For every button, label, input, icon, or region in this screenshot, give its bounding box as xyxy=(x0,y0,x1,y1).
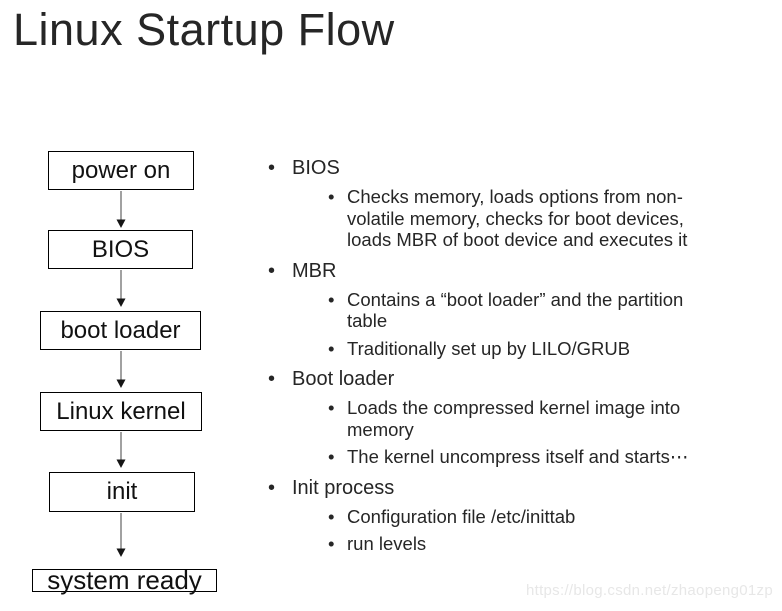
bullet-label: MBR xyxy=(292,259,337,282)
bullet-sub-text: Contains a “boot loader” and the partiti… xyxy=(347,288,684,332)
bullet-item-init-process: • Init process xyxy=(268,475,758,501)
bullet-label: Boot loader xyxy=(292,368,395,390)
flow-node-linux-kernel: Linux kernel xyxy=(40,392,202,431)
bullet-icon: • xyxy=(268,259,276,282)
bullet-sub-item: • run levels xyxy=(328,533,758,555)
bullet-sub-text: Loads the compressed kernel image into m… xyxy=(347,397,681,440)
page-title: Linux Startup Flow xyxy=(13,4,395,55)
bullet-icon: • xyxy=(328,446,335,467)
bullet-icon: • xyxy=(328,337,335,359)
flow-node-system-ready: system ready xyxy=(32,565,217,595)
bullet-icon: • xyxy=(268,368,276,390)
flow-node-init: init xyxy=(49,472,195,512)
bullet-sub-text: Traditionally set up by LILO/GRUB xyxy=(347,337,631,359)
bullet-sub-text: The kernel uncompress itself and starts⋯ xyxy=(347,446,689,467)
bullet-icon: • xyxy=(328,397,335,418)
bullet-sub-item: • Checks memory, loads options from non-… xyxy=(328,186,758,251)
bullet-sub-item: • Loads the compressed kernel image into… xyxy=(328,397,758,440)
bullet-icon: • xyxy=(268,157,276,179)
bullet-sub-item: • Traditionally set up by LILO/GRUB xyxy=(328,338,758,360)
bullet-sub-text: run levels xyxy=(347,533,427,554)
arrow-down-icon xyxy=(116,513,126,557)
arrow-down-icon xyxy=(116,191,126,228)
bullet-item-boot-loader: • Boot loader xyxy=(268,366,758,392)
flow-node-boot-loader: boot loader xyxy=(40,311,201,350)
bullet-sub-item: • Contains a “boot loader” and the parti… xyxy=(328,289,758,332)
bullet-icon: • xyxy=(328,505,335,527)
bullet-icon: • xyxy=(328,533,335,554)
arrow-down-icon xyxy=(116,351,126,388)
bullet-icon: • xyxy=(268,476,276,499)
arrow-down-icon xyxy=(116,432,126,468)
bullet-icon: • xyxy=(328,288,335,310)
bullet-sub-text: Checks memory, loads options from non- v… xyxy=(347,186,688,250)
flow-node-power-on: power on xyxy=(48,151,194,190)
watermark: https://blog.csdn.net/zhaopeng01zp xyxy=(525,582,773,599)
bullet-item-mbr: • MBR xyxy=(268,258,758,284)
bullet-icon: • xyxy=(328,186,335,207)
bullet-sub-text: Configuration file /etc/inittab xyxy=(347,505,576,527)
bullet-label: Init process xyxy=(292,476,395,499)
bullet-list: • BIOS • Checks memory, loads options fr… xyxy=(268,155,758,555)
flow-node-bios: BIOS xyxy=(48,230,193,269)
bullet-label: BIOS xyxy=(292,157,340,179)
bullet-item-bios: • BIOS xyxy=(268,155,758,181)
bullet-sub-item: • Configuration file /etc/inittab xyxy=(328,506,758,528)
bullet-sub-item: • The kernel uncompress itself and start… xyxy=(328,446,758,468)
arrow-down-icon xyxy=(116,270,126,307)
